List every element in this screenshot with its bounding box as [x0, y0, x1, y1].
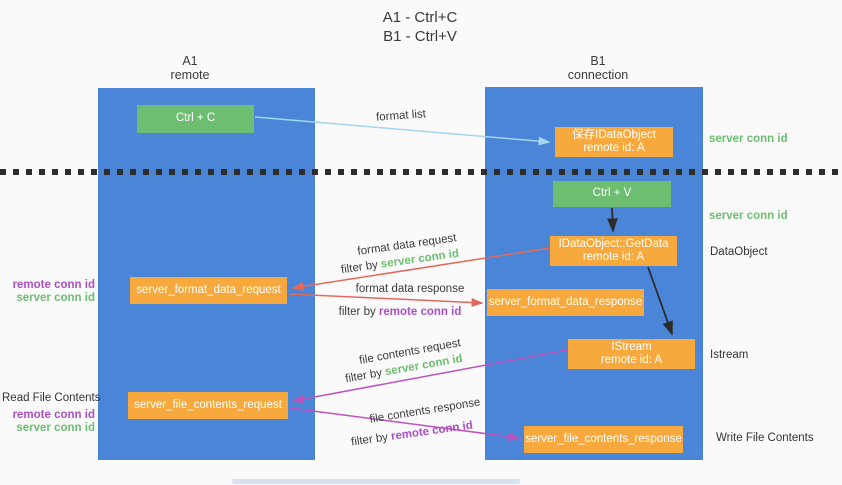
horizontal-scrollbar[interactable]	[232, 479, 520, 484]
node-idataobject-getdata: IDataObject::GetData remote id: A	[550, 236, 677, 266]
node-istream-line1: IStream	[611, 340, 652, 353]
read-file-contents-label: Read File Contents	[2, 392, 101, 404]
node-ctrl-c: Ctrl + C	[137, 105, 254, 133]
column-header-b1: B1 connection	[538, 54, 658, 82]
node-server-file-contents-request: server_file_contents_request	[128, 392, 288, 419]
istream-label: Istream	[710, 349, 749, 361]
column-header-b1-name: B1	[590, 54, 606, 68]
column-header-a1: A1 remote	[130, 54, 250, 82]
server-conn-id-label-top-right: server conn id	[709, 133, 788, 145]
node-save-dataobject: 保存IDataObject remote id: A	[555, 127, 673, 157]
diagram-title: A1 - Ctrl+C B1 - Ctrl+V	[330, 8, 510, 46]
title-line-1: A1 - Ctrl+C	[382, 9, 458, 26]
node-server-format-data-response: server_format_data_response	[487, 289, 644, 316]
remote-conn-id-label-left-top: remote conn id	[12, 279, 95, 291]
node-save-dataobject-line1: 保存IDataObject	[572, 128, 656, 141]
node-idataobject-getdata-line2: remote id: A	[582, 251, 645, 263]
node-istream: IStream remote id: A	[568, 339, 695, 369]
filter-by-prefix: filter by	[344, 366, 387, 386]
dotted-divider-line	[0, 169, 842, 175]
column-header-a1-name: A1	[182, 54, 198, 68]
node-server-format-data-response-label: server_format_data_response	[488, 295, 643, 308]
node-server-file-contents-response-label: server_file_contents_response	[525, 432, 682, 445]
node-ctrl-v: Ctrl + V	[553, 181, 671, 207]
format-data-response-arrow	[288, 293, 484, 308]
remote-conn-id-text: remote conn id	[390, 419, 474, 443]
server-conn-id-label-left-bottom: server conn id	[16, 422, 95, 434]
node-ctrl-c-label: Ctrl + C	[175, 112, 216, 125]
node-idataobject-getdata-line1: IDataObject::GetData	[558, 237, 669, 250]
node-istream-line2: remote id: A	[600, 354, 663, 366]
file-contents-response-filter-label: filter by remote conn id	[350, 420, 473, 449]
server-conn-id-label-mid-right: server conn id	[709, 210, 788, 222]
node-save-dataobject-line2: remote id: A	[583, 142, 645, 154]
node-server-format-data-request-label: server_format_data_request	[136, 283, 281, 296]
remote-conn-id-label-left-bottom: remote conn id	[12, 409, 95, 421]
server-conn-id-label-left-top: server conn id	[16, 292, 95, 304]
filter-by-prefix: filter by	[340, 258, 382, 277]
remote-conn-id-text: remote conn id	[378, 306, 462, 318]
left-conn-id-group-bottom: Read File Contents remote conn id server…	[2, 392, 101, 435]
format-data-response-filter-label: filter by remote conn id	[339, 306, 462, 318]
column-header-a1-role: remote	[170, 67, 210, 82]
node-server-file-contents-request-label: server_file_contents_request	[134, 398, 282, 411]
node-ctrl-v-label: Ctrl + V	[592, 187, 632, 200]
node-server-format-data-request: server_format_data_request	[130, 277, 287, 304]
format-list-label: format list	[375, 108, 427, 124]
write-file-contents-label: Write File Contents	[716, 432, 814, 444]
filter-by-prefix: filter by	[338, 306, 379, 318]
filter-by-prefix: filter by	[350, 430, 392, 449]
column-header-b1-role: connection	[567, 67, 629, 82]
node-server-file-contents-response: server_file_contents_response	[524, 426, 683, 453]
title-line-2: B1 - Ctrl+V	[383, 28, 457, 45]
dataobject-label: DataObject	[710, 246, 768, 258]
left-conn-id-group-top: remote conn id server conn id	[2, 279, 95, 305]
format-data-response-label: format data response	[355, 283, 465, 295]
